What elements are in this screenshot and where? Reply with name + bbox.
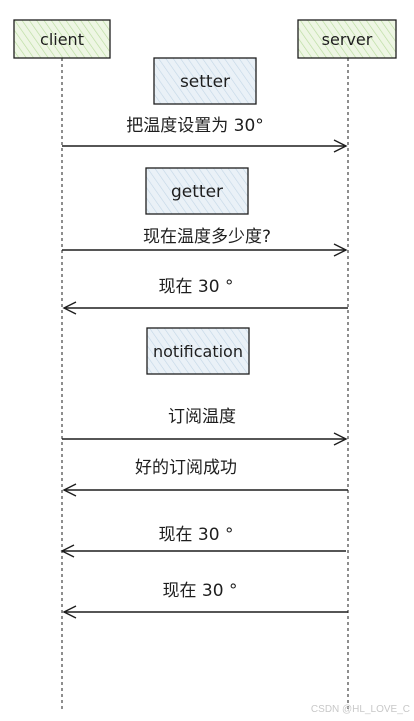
watermark: CSDN @HL_LOVE_C bbox=[311, 704, 410, 715]
section-setter-label: setter bbox=[180, 72, 230, 92]
message-7-arrow bbox=[62, 605, 348, 619]
message-4-label: 订阅温度 bbox=[168, 407, 236, 427]
section-getter-label: getter bbox=[171, 182, 223, 202]
message-1-label: 把温度设置为 30° bbox=[126, 116, 264, 136]
section-notification-label: notification bbox=[153, 342, 243, 361]
participant-client-label: client bbox=[40, 30, 84, 49]
message-5-label: 好的订阅成功 bbox=[135, 458, 237, 478]
participant-server: server bbox=[297, 19, 397, 59]
message-7-label: 现在 30 ° bbox=[163, 581, 238, 601]
message-4-arrow bbox=[62, 432, 348, 446]
participant-client: client bbox=[13, 19, 111, 59]
message-1-arrow bbox=[62, 139, 348, 153]
message-3-label: 现在 30 ° bbox=[159, 277, 234, 297]
message-5-arrow bbox=[62, 483, 348, 497]
section-setter: setter bbox=[153, 57, 257, 105]
section-notification: notification bbox=[146, 327, 250, 375]
participant-server-label: server bbox=[322, 30, 373, 49]
section-getter: getter bbox=[145, 167, 249, 215]
message-6-label: 现在 30 ° bbox=[159, 525, 234, 545]
message-3-arrow bbox=[62, 301, 348, 315]
message-2-arrow bbox=[62, 243, 348, 257]
message-6-arrow bbox=[60, 544, 346, 558]
message-2-label: 现在温度多少度? bbox=[143, 227, 271, 247]
